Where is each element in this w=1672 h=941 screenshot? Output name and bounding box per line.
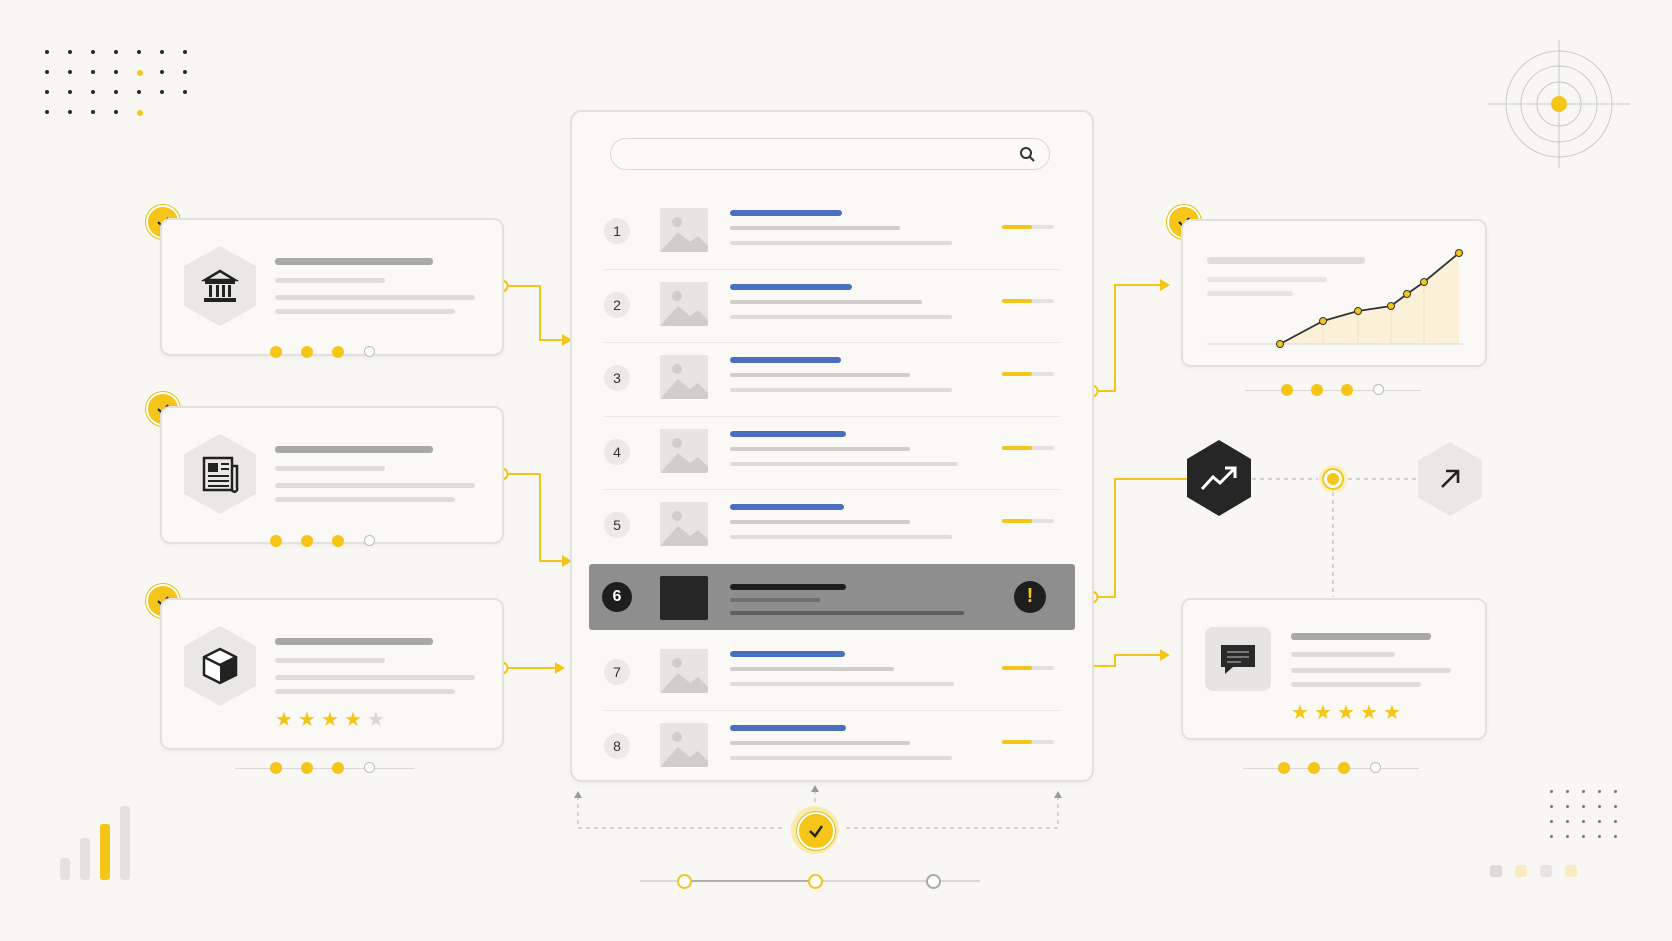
row-number-badge: 2 — [604, 291, 630, 318]
relevance-score-bar — [1002, 739, 1054, 744]
row-number-badge: 5 — [604, 512, 630, 538]
star-filled-icon: ★ — [1383, 702, 1401, 724]
star-filled-icon: ★ — [344, 709, 362, 731]
source-card-product[interactable]: ★★★★★ — [160, 598, 504, 750]
row-number-badge: 4 — [604, 438, 630, 465]
bank-icon — [184, 246, 256, 326]
rating-stars: ★★★★★ — [275, 710, 405, 732]
star-empty-icon: ★ — [367, 709, 385, 731]
cube-icon — [184, 626, 256, 706]
row-number-badge: 6 — [602, 581, 632, 612]
image-placeholder-icon — [660, 281, 708, 326]
relevance-score-bar — [1002, 666, 1054, 670]
star-filled-icon: ★ — [275, 709, 293, 731]
image-placeholder-icon — [660, 649, 708, 693]
confirm-check-icon[interactable] — [797, 812, 835, 850]
warning-alert-icon[interactable]: ! — [1014, 580, 1046, 613]
list-row-2[interactable]: 2 — [572, 270, 1092, 343]
star-filled-icon: ★ — [1360, 702, 1378, 724]
relevance-score-bar — [1002, 298, 1054, 303]
image-placeholder-icon — [660, 355, 708, 399]
newspaper-icon — [184, 434, 256, 514]
trend-chart-card[interactable] — [1181, 219, 1487, 367]
source-card-news[interactable] — [160, 406, 504, 544]
results-list-panel: 1 2 3 4 5 6! 7 8 — [570, 110, 1094, 782]
dot-grid-decoration — [1550, 790, 1630, 850]
mini-bar-chart-icon — [58, 800, 138, 880]
star-filled-icon: ★ — [1337, 702, 1355, 724]
card-title-placeholder — [275, 258, 433, 265]
image-placeholder-icon — [660, 208, 708, 252]
image-placeholder-icon — [660, 502, 708, 546]
review-card[interactable]: ★★★★★ — [1181, 598, 1487, 740]
search-icon[interactable] — [1019, 146, 1035, 162]
list-row-7[interactable]: 7 — [572, 637, 1092, 711]
chat-icon — [1205, 627, 1271, 691]
relevance-score-bar — [1002, 519, 1054, 523]
source-card-bank[interactable] — [160, 218, 504, 356]
list-row-6[interactable]: 6! — [572, 563, 1092, 638]
relevance-score-bar — [1002, 445, 1054, 450]
list-row-4[interactable]: 4 — [572, 417, 1092, 490]
star-filled-icon: ★ — [298, 709, 316, 731]
image-placeholder-icon — [660, 722, 708, 767]
row-number-badge: 3 — [604, 365, 630, 391]
list-row-8[interactable]: 8 — [572, 711, 1092, 785]
list-row-3[interactable]: 3 — [572, 343, 1092, 417]
list-row-1[interactable]: 1 — [572, 196, 1092, 270]
list-row-5[interactable]: 5 — [572, 490, 1092, 564]
star-filled-icon: ★ — [1291, 702, 1309, 724]
star-filled-icon: ★ — [321, 709, 339, 731]
row-number-badge: 1 — [604, 218, 630, 244]
star-filled-icon: ★ — [1314, 702, 1332, 724]
relevance-score-bar — [1002, 225, 1054, 229]
row-number-badge: 8 — [604, 732, 630, 759]
trend-line-chart — [1207, 249, 1463, 348]
image-placeholder-icon — [660, 428, 708, 473]
dot-grid-decoration — [45, 50, 195, 120]
image-placeholder-icon — [660, 575, 708, 620]
row-number-badge: 7 — [604, 659, 630, 685]
relevance-score-bar — [1002, 372, 1054, 376]
rating-stars: ★★★★★ — [1291, 703, 1421, 725]
search-input[interactable] — [610, 138, 1050, 170]
